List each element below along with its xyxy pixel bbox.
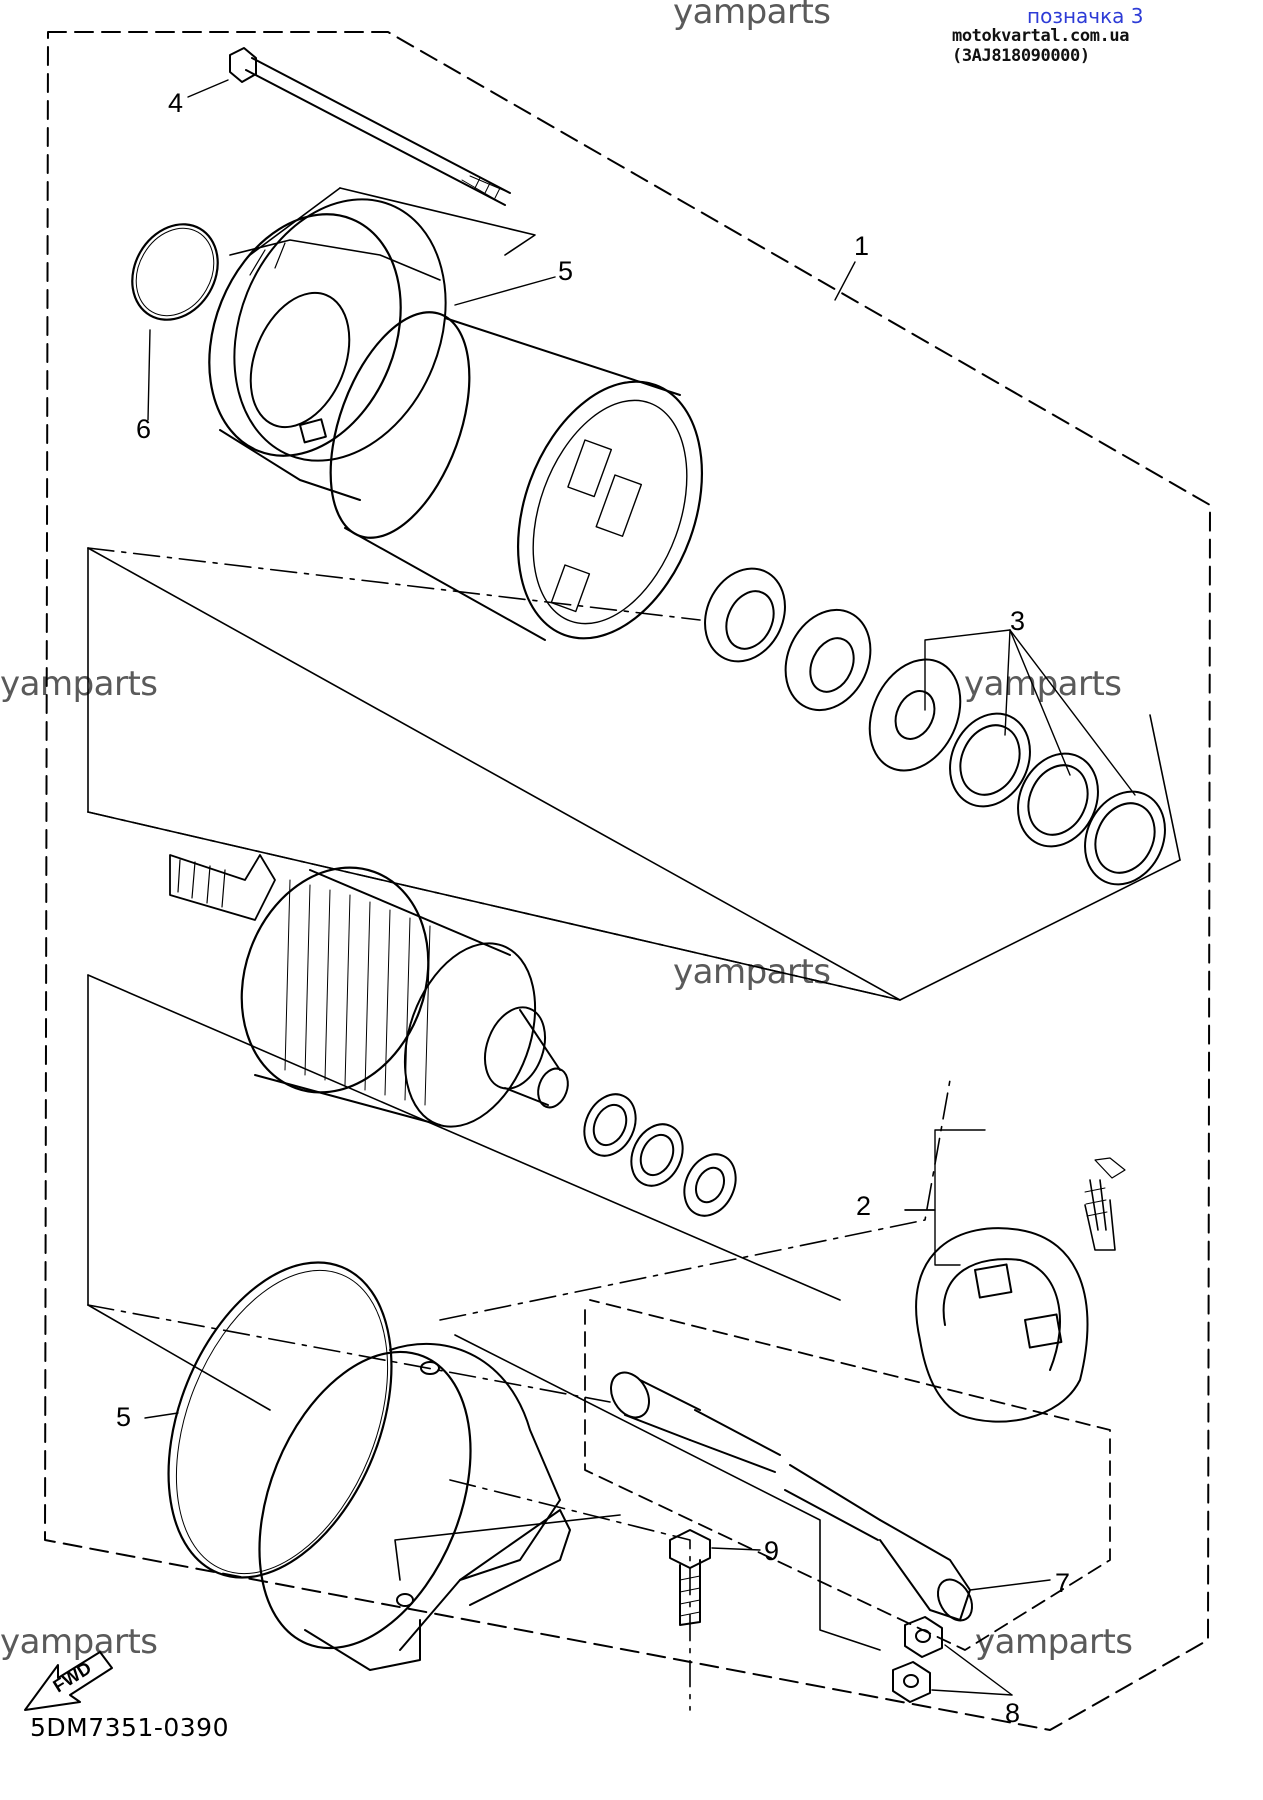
o-ring-small [131,223,219,321]
callout-number: 6 [136,414,151,444]
callout-leaders [144,79,1136,1696]
terminal-group-outline [584,1299,1111,1651]
rear-cover [258,1342,571,1671]
direction-label: FWD [50,1658,95,1697]
brush-holder-assembly [915,1157,1126,1423]
callout-number: 5 [116,1402,131,1432]
bearing [704,567,786,663]
watermark: yamparts [0,1622,158,1662]
nuts [892,1616,943,1703]
o-ring-large [167,1261,393,1579]
washer-set [868,658,1166,886]
armature-washers [583,1093,737,1217]
armature [169,854,569,1128]
through-bolt [229,47,511,206]
source-reference: motokvartal.com.ua (3AJ818090000) [952,26,1130,66]
watermark: yamparts [964,664,1122,704]
watermark: yamparts [673,0,831,32]
lead-wire [610,1371,974,1622]
callout-number: 1 [854,231,869,261]
callout-number: 5 [558,256,573,286]
callout-number: 7 [1055,1568,1070,1598]
front-cover [208,198,447,501]
assembly-boundary-outline [44,31,1211,1731]
yoke-housing [329,311,704,641]
watermark: yamparts [975,1622,1133,1662]
callout-number: 9 [764,1536,779,1566]
oil-seal [784,608,872,712]
callout-number: 3 [1010,606,1025,636]
watermark: yamparts [673,952,831,992]
callout-number: 4 [168,88,183,118]
mounting-bolt [669,1529,711,1626]
diagram-title: позначка 3 [1027,4,1144,28]
watermark: yamparts [0,664,158,704]
callout-number: 2 [856,1191,871,1221]
callout-number: 8 [1005,1698,1020,1728]
fwd-arrow-icon: FWD [24,1651,113,1711]
diagram-code: 5DM7351-0390 [30,1713,229,1742]
